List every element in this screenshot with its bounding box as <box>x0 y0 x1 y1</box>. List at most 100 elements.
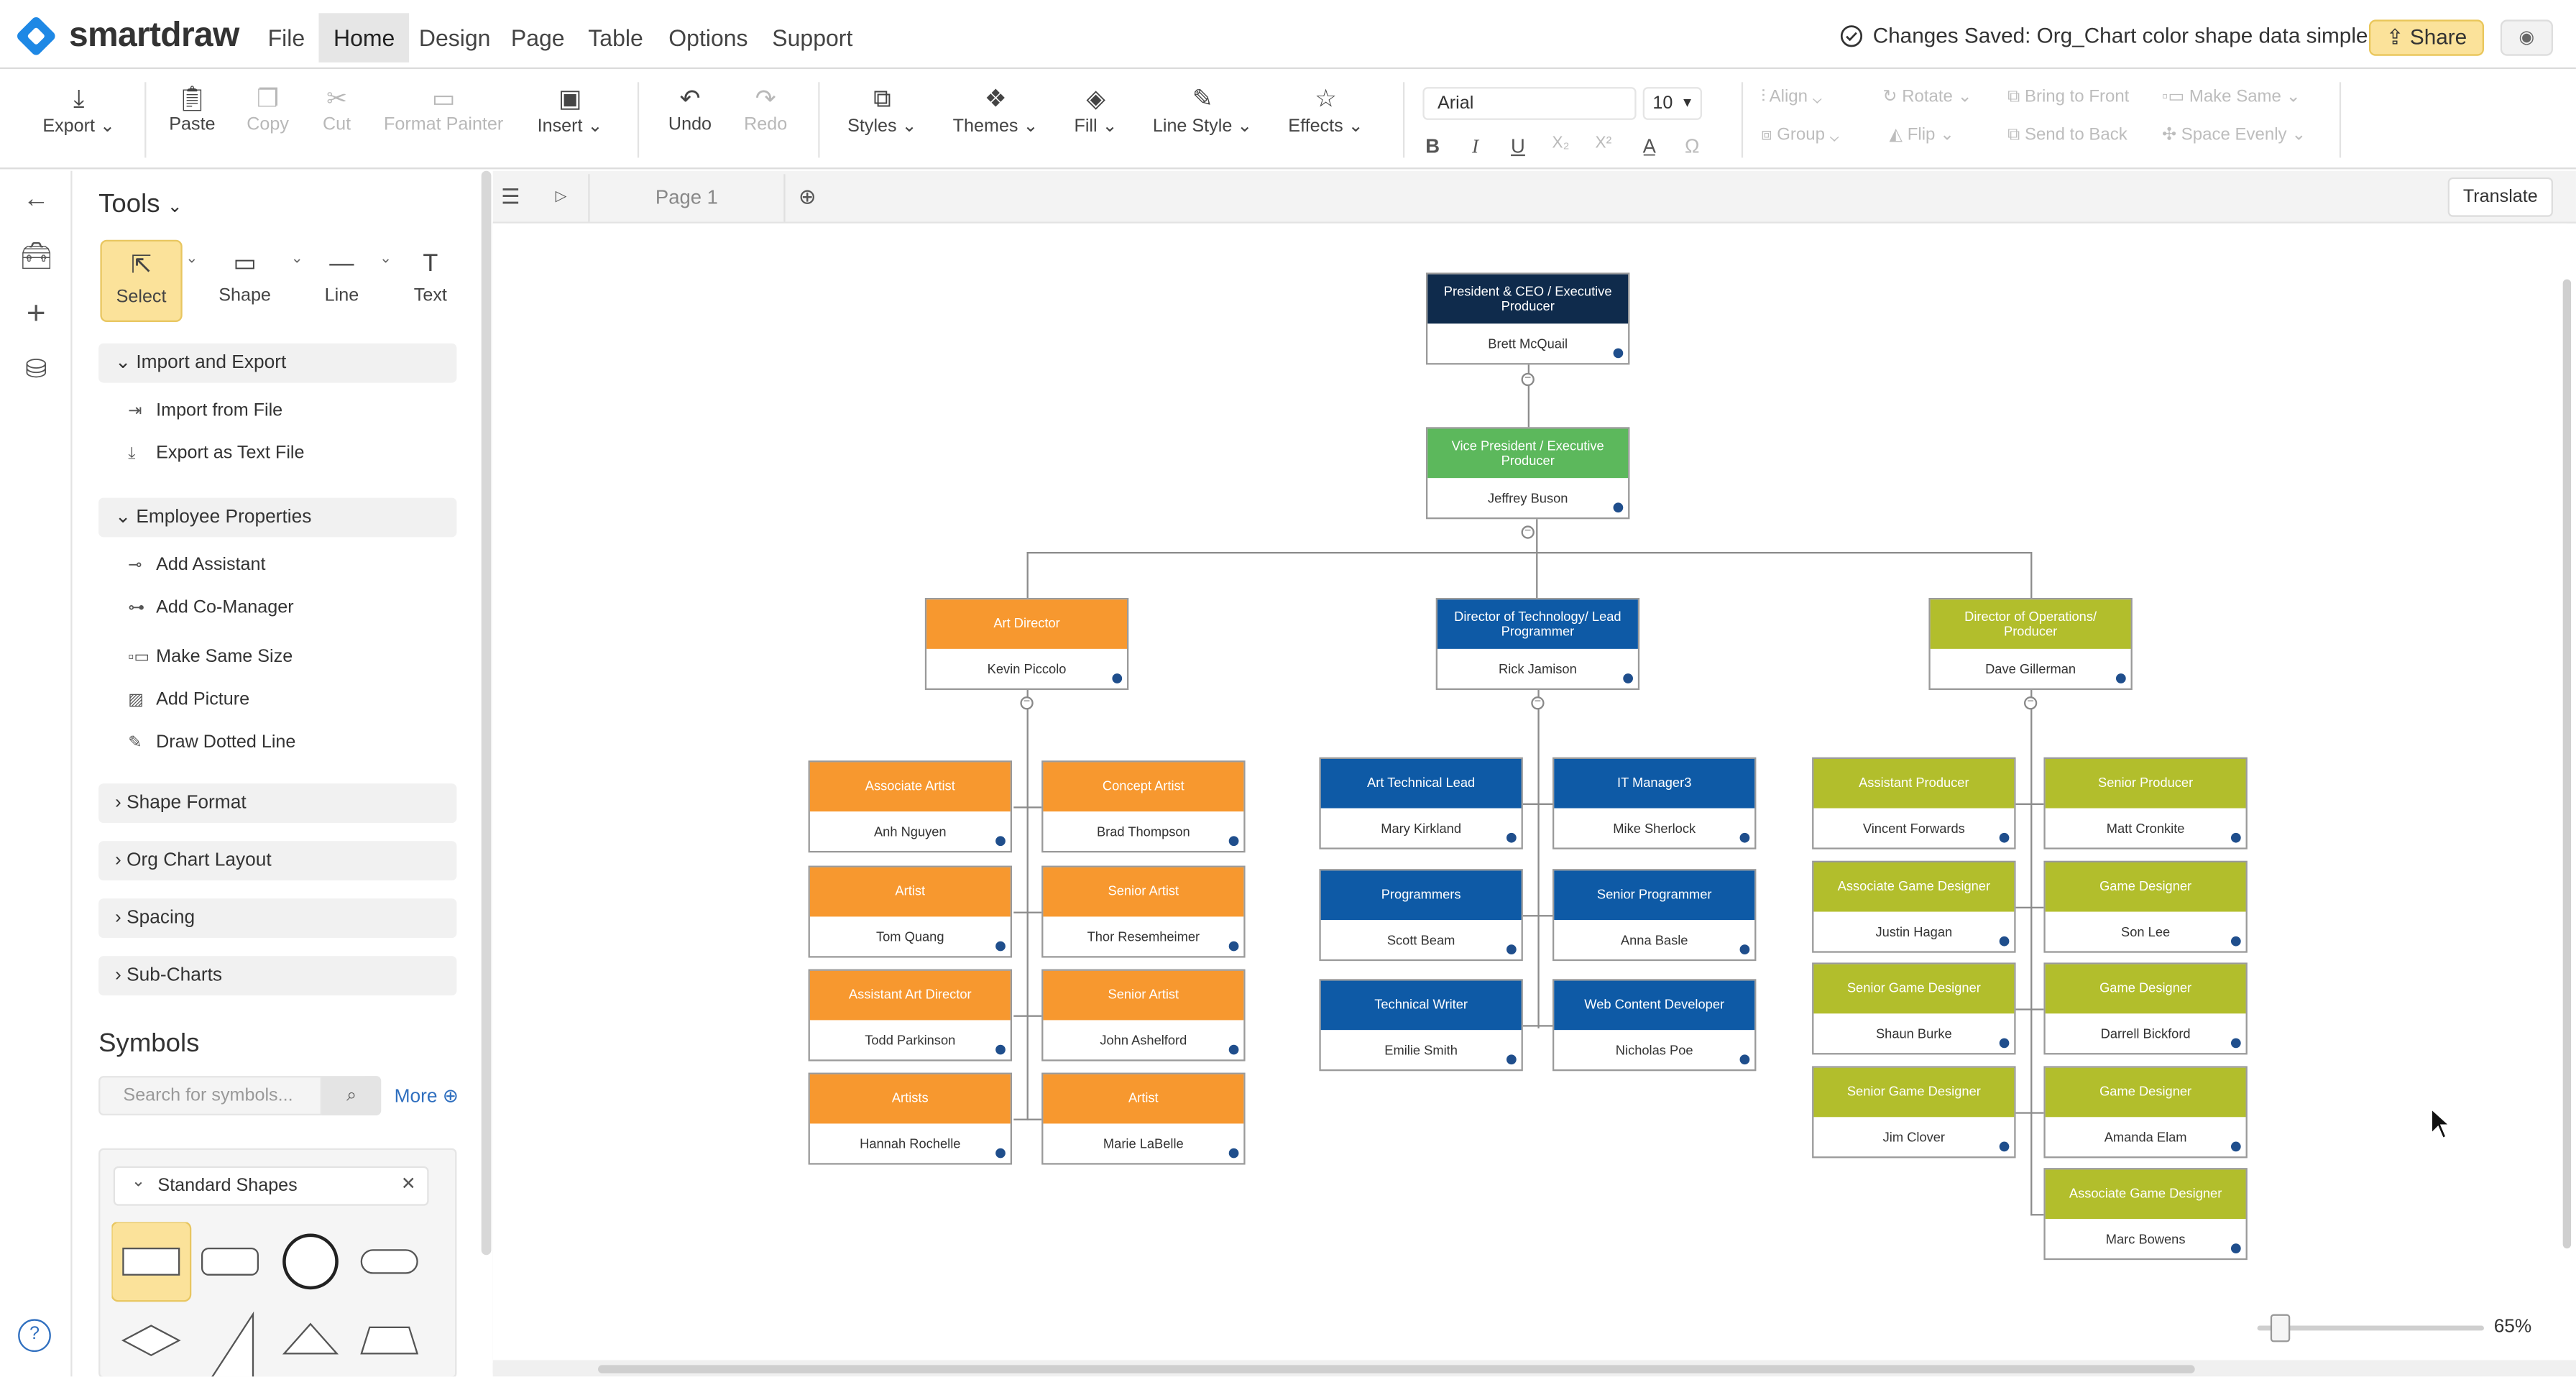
info-icon[interactable] <box>2230 1038 2241 1049</box>
view-toggle-button[interactable]: ◉ <box>2500 19 2553 56</box>
database-icon[interactable]: ⛁ <box>24 356 47 384</box>
superscript-button[interactable]: X² <box>1595 134 1612 153</box>
font-color-icon[interactable]: A̲ <box>1642 134 1656 158</box>
section-spacing[interactable]: › Spacing <box>98 898 457 939</box>
section-shape-format[interactable]: › Shape Format <box>98 783 457 824</box>
styles-button[interactable]: ⧉Styles ⌄ <box>845 86 920 137</box>
symbol-omega-icon[interactable]: Ω <box>1684 134 1700 158</box>
tools-title[interactable]: Tools ⌄ <box>98 190 183 220</box>
info-icon[interactable] <box>1999 936 2010 947</box>
info-icon[interactable] <box>995 836 1006 847</box>
shape-tool[interactable]: ▭Shape <box>203 240 285 322</box>
collapse-toggle-icon[interactable]: − <box>1020 696 1034 710</box>
export-button[interactable]: ⤓Export ⌄ <box>40 86 119 137</box>
menu-design[interactable]: Design <box>418 24 491 51</box>
translate-button[interactable]: Translate <box>2447 177 2553 217</box>
rotate-button[interactable]: ↻ Rotate ⌄ <box>1882 87 1972 107</box>
info-icon[interactable] <box>1112 673 1123 683</box>
font-family-select[interactable]: Arial <box>1422 87 1637 120</box>
send-to-back-button[interactable]: ⧉ Send to Back <box>2007 124 2128 145</box>
select-tool[interactable]: ⇱Select <box>100 239 183 322</box>
info-icon[interactable] <box>1228 941 1239 952</box>
redo-button[interactable]: ↷Redo <box>741 86 791 135</box>
make-same-button[interactable]: ▫▭ Make Same ⌄ <box>2161 87 2301 107</box>
play-icon[interactable]: ▷ <box>555 187 567 204</box>
info-icon[interactable] <box>1506 944 1517 954</box>
add-comanager-item[interactable]: ⊶Add Co-Manager <box>128 598 293 617</box>
menu-table[interactable]: Table <box>588 24 643 51</box>
menu-support[interactable]: Support <box>772 24 853 51</box>
section-sub-charts[interactable]: › Sub-Charts <box>98 956 457 996</box>
info-icon[interactable] <box>2230 936 2241 947</box>
underline-button[interactable]: U <box>1511 134 1525 158</box>
info-icon[interactable] <box>1623 673 1633 683</box>
info-icon[interactable] <box>1228 1148 1239 1159</box>
collapse-toggle-icon[interactable]: − <box>1521 525 1535 539</box>
line-style-button[interactable]: ✎Line Style ⌄ <box>1152 85 1253 137</box>
chevron-down-icon[interactable]: ⌄ <box>379 249 392 267</box>
menu-home[interactable]: Home <box>318 13 410 63</box>
vertical-scrollbar[interactable] <box>2562 279 2572 1249</box>
add-page-icon[interactable]: ⊕ <box>798 183 816 209</box>
fill-button[interactable]: ◈Fill ⌄ <box>1071 86 1121 137</box>
space-evenly-button[interactable]: ✣ Space Evenly ⌄ <box>2161 124 2306 145</box>
standard-shapes-header[interactable]: Standard Shapes <box>113 1166 429 1206</box>
format-painter-button[interactable]: ▭Format Painter <box>381 86 506 135</box>
info-icon[interactable] <box>2230 832 2241 843</box>
info-icon[interactable] <box>1506 1054 1517 1065</box>
info-icon[interactable] <box>2230 1141 2241 1152</box>
help-icon[interactable]: ? <box>18 1319 51 1353</box>
info-icon[interactable] <box>1506 832 1517 843</box>
info-icon[interactable] <box>1228 1044 1239 1055</box>
more-symbols-link[interactable]: More ⊕ <box>395 1084 459 1107</box>
info-icon[interactable] <box>995 1044 1006 1055</box>
info-icon[interactable] <box>1999 1038 2010 1049</box>
bold-button[interactable]: B <box>1425 134 1440 158</box>
panel-scrollbar[interactable] <box>481 170 492 1256</box>
cut-button[interactable]: ✂Cut <box>312 86 362 135</box>
section-employee-properties[interactable]: ⌄ Employee Properties <box>98 497 457 538</box>
font-size-select[interactable]: 10▼ <box>1642 87 1702 120</box>
info-icon[interactable] <box>1739 944 1750 954</box>
line-tool[interactable]: —Line <box>300 240 382 322</box>
add-assistant-item[interactable]: ⊸Add Assistant <box>128 556 265 575</box>
search-icon[interactable]: ⌕ <box>321 1076 382 1115</box>
page-list-icon[interactable]: ☰ <box>501 183 520 209</box>
collapse-toggle-icon[interactable]: − <box>2023 696 2038 710</box>
horizontal-scrollbar[interactable] <box>597 1365 2195 1373</box>
collapse-toggle-icon[interactable]: − <box>1521 372 1535 387</box>
menu-file[interactable]: File <box>267 24 305 51</box>
copy-button[interactable]: ❐Copy <box>242 86 294 135</box>
section-import-export[interactable]: ⌄ Import and Export <box>98 343 457 383</box>
flip-button[interactable]: ◭ Flip ⌄ <box>1889 124 1955 145</box>
info-icon[interactable] <box>1999 1141 2010 1152</box>
export-text-item[interactable]: ⤓Export as Text File <box>128 443 304 463</box>
info-icon[interactable] <box>1999 832 2010 843</box>
paste-button[interactable]: 📋︎Paste <box>166 86 218 135</box>
undo-button[interactable]: ↶Undo <box>666 86 715 135</box>
info-icon[interactable] <box>995 941 1006 952</box>
collapse-toggle-icon[interactable]: − <box>1531 696 1545 710</box>
share-button[interactable]: ⇪ Share <box>2368 19 2484 56</box>
toolbox-icon[interactable]: 🧰︎ <box>19 243 53 272</box>
make-same-size-item[interactable]: ▫▭Make Same Size <box>128 648 293 667</box>
info-icon[interactable] <box>995 1148 1006 1159</box>
